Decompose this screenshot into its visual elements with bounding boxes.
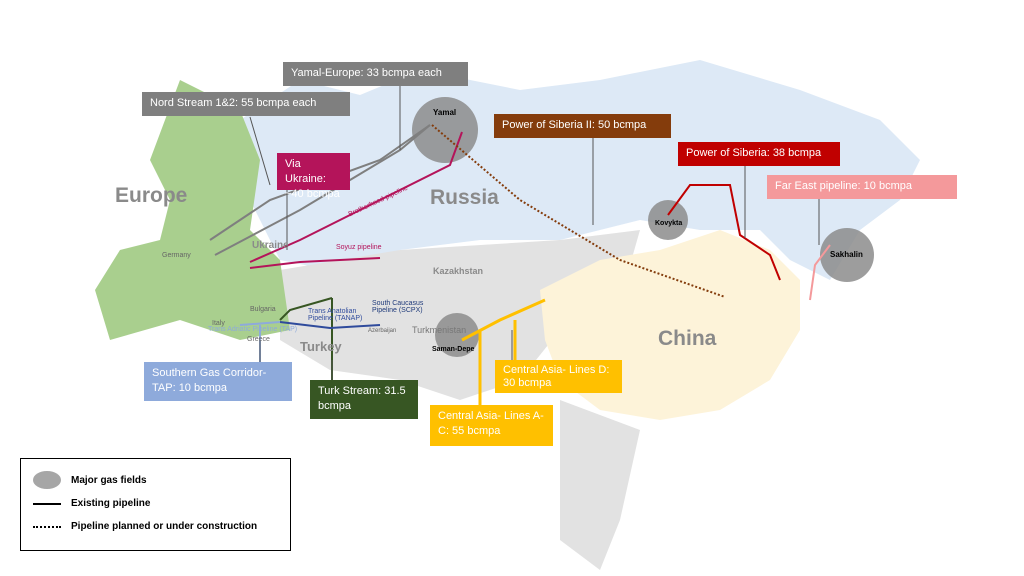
yamal-europe-line <box>214 124 431 256</box>
box-central-asia-d: Central Asia- Lines D: 30 bcmpa <box>495 360 622 393</box>
europe-land <box>95 80 290 340</box>
power-siberia-2-line <box>431 124 726 298</box>
label-saman-depe: Saman-Depe <box>432 346 475 353</box>
label-tanap: Trans Anatolian Pipeline (TANAP) <box>308 308 363 322</box>
box-power-siberia-2: Power of Siberia II: 50 bcmpa <box>494 114 671 138</box>
saman-depe-field <box>435 313 479 357</box>
region-turkey: Turkey <box>300 339 342 354</box>
region-europe: Europe <box>115 184 188 207</box>
region-greece: Greece <box>247 336 270 343</box>
russia-land <box>240 60 920 280</box>
tanap-line <box>279 321 381 330</box>
yamal-field <box>412 97 478 163</box>
label-scpx: South Caucasus Pipeline (SCPX) <box>372 300 424 314</box>
region-china: China <box>658 327 717 350</box>
region-russia: Russia <box>430 186 499 209</box>
central-asia-line <box>461 298 546 405</box>
brotherhood-line <box>249 131 463 263</box>
region-ukraine: Ukraine <box>252 240 289 251</box>
leader-lines <box>249 86 820 380</box>
box-central-asia-ac: Central Asia- Lines A-C: 55 bcmpa <box>430 405 553 446</box>
region-bulgaria: Bulgaria <box>250 306 276 313</box>
kovykta-field <box>648 200 688 240</box>
legend-existing: Existing pipeline <box>71 498 151 509</box>
label-soyuz: Soyuz pipeline <box>336 244 382 251</box>
gas-field-icon <box>33 471 61 489</box>
sakhalin-field <box>820 228 874 282</box>
legend-fields: Major gas fields <box>71 474 147 486</box>
far-east-line <box>809 244 831 301</box>
box-via-ukraine: Via Ukraine: ~40 bcmpa <box>277 153 350 200</box>
region-turkmenistan: Turkmenistan <box>412 325 467 335</box>
label-sakhalin: Sakhalin <box>830 250 863 259</box>
region-germany: Germany <box>162 252 191 259</box>
box-southern-corridor: Southern Gas Corridor-TAP: 10 bcmpa <box>144 362 292 401</box>
region-azerbaijan: Azerbaijan <box>368 328 397 334</box>
legend-planned: Pipeline planned or under construction <box>71 521 258 532</box>
soyuz-line <box>249 257 381 269</box>
box-far-east: Far East pipeline: 10 bcmpa <box>767 175 957 199</box>
label-kovykta: Kovykta <box>655 220 683 227</box>
legend: Major gas fields Existing pipeline Pipel… <box>20 458 291 551</box>
label-tap: Trans Adriatic Pipeline (TAP) <box>208 326 298 333</box>
solid-line-icon <box>33 502 61 505</box>
box-yamal-europe: Yamal-Europe: 33 bcmpa each <box>283 62 468 86</box>
box-power-siberia: Power of Siberia: 38 bcmpa <box>678 142 840 166</box>
power-siberia-line <box>667 184 781 281</box>
dotted-line-icon <box>33 525 61 528</box>
label-yamal: Yamal <box>433 108 457 117</box>
box-turk-stream: Turk Stream: 31.5 bcmpa <box>310 380 418 419</box>
box-nord-stream: Nord Stream 1&2: 55 bcmpa each <box>142 92 350 116</box>
region-kazakhstan: Kazakhstan <box>433 266 484 276</box>
region-italy: Italy <box>212 320 225 327</box>
